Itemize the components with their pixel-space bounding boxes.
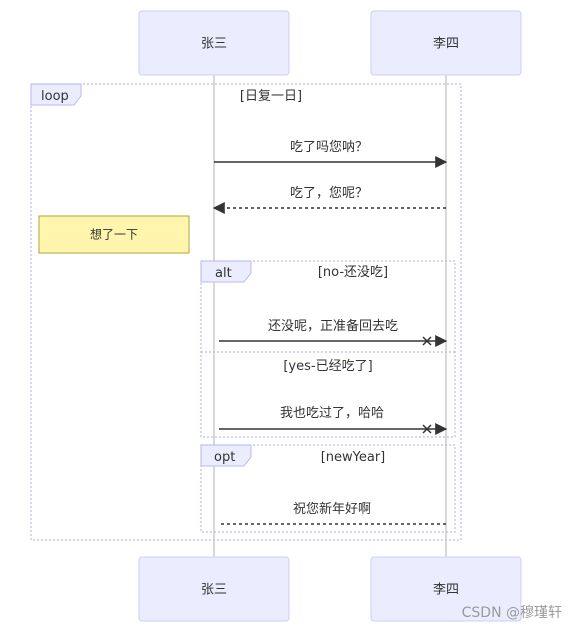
message-1-label: 吃了吗您呐？ [290, 139, 368, 155]
actor-top-zhangsan[interactable]: 张三 [138, 10, 290, 76]
opt-border [200, 444, 456, 533]
note-box [38, 215, 190, 254]
loop-tag-label: loop [41, 89, 69, 104]
loop-tag-box [30, 83, 82, 106]
opt-tag-label: opt [214, 450, 235, 465]
actor-box [370, 556, 522, 622]
actor-box [138, 556, 290, 622]
actor-label: 张三 [201, 37, 227, 52]
loop-frame: loop [日复一日] [30, 83, 462, 541]
opt-tag-box [200, 444, 252, 467]
actor-bottom-lisi[interactable]: 李四 [370, 556, 522, 622]
note: 想了一下 [38, 215, 190, 254]
actor-box [370, 10, 522, 76]
message-4-label: 我也吃过了，哈哈 [280, 405, 384, 421]
alt-else-condition: [yes-已经吃了] [283, 358, 372, 374]
actor-label: 张三 [201, 583, 227, 598]
actor-bottom-zhangsan[interactable]: 张三 [138, 556, 290, 622]
opt-frame: opt [newYear] [200, 444, 456, 533]
loop-border [30, 83, 462, 541]
message-3-label: 还没呢，正准备回去吃 [268, 318, 398, 334]
opt-condition: [newYear] [321, 450, 386, 465]
actor-box [138, 10, 290, 76]
message-5-label: 祝您新年好啊 [293, 501, 371, 517]
actor-label: 李四 [433, 583, 459, 598]
actor-top-lisi[interactable]: 李四 [370, 10, 522, 76]
alt-border [200, 260, 456, 438]
alt-tag-box [200, 260, 252, 283]
message-4-cross-icon [422, 424, 432, 434]
alt-frame: alt [no-还没吃] [yes-已经吃了] [200, 260, 456, 438]
alt-tag-label: alt [215, 266, 232, 281]
loop-condition: [日复一日] [240, 89, 302, 104]
alt-condition: [no-还没吃] [318, 264, 388, 280]
watermark: CSDN @穆瑾轩 [462, 605, 562, 621]
message-3-cross-icon [422, 336, 432, 346]
message-2-label: 吃了，您呢？ [290, 185, 368, 201]
note-text: 想了一下 [90, 227, 138, 242]
actor-label: 李四 [433, 37, 459, 52]
